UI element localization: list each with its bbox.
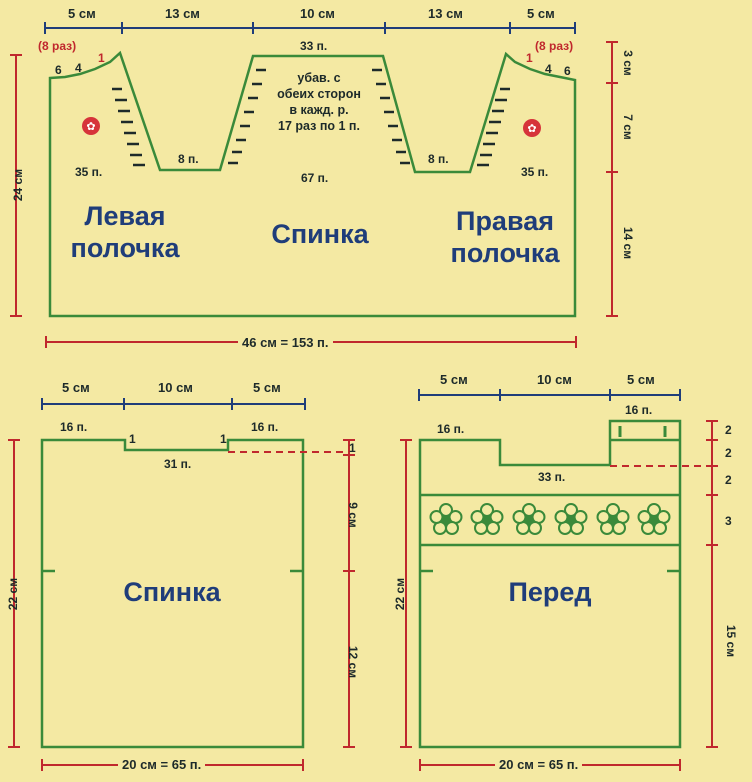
svg-text:✿: ✿ [527, 122, 536, 135]
front-height-label: 22 см [393, 577, 407, 611]
left-armhole-count: 8 п. [178, 152, 199, 166]
back-dim-2: 10 см [158, 380, 193, 395]
left-neck-decrease-marks [228, 68, 266, 165]
top-left-height-line [10, 54, 22, 317]
front-tab-count: 16 п. [625, 403, 653, 417]
top-dim-3: 10 см [300, 6, 335, 21]
left-button-icon: ✿ [82, 117, 100, 135]
back-right-dim-1: 9 см [346, 502, 360, 528]
back-bottom-width: 20 см = 65 п. [118, 758, 206, 771]
right-button-icon: ✿ [523, 119, 541, 137]
back-top-label: Спинка [271, 219, 369, 249]
right-armhole-decrease-marks [477, 87, 510, 167]
left-stitch-count: 35 п. [75, 165, 103, 179]
top-dim-2: 13 см [165, 6, 200, 21]
back-neck-count: 31 п. [164, 457, 192, 471]
back-dim-3: 5 см [253, 380, 281, 395]
back-dimension-line [41, 398, 306, 410]
front-label: Перед [508, 577, 592, 607]
front-dimension-line [418, 389, 681, 401]
top-right-dim-3: 14 см [621, 226, 635, 260]
center-stitch-count: 67 п. [301, 171, 329, 185]
top-bottom-width: 46 см = 153 п. [238, 336, 333, 349]
front-flower-band [420, 493, 680, 547]
front-neck-count: 33 п. [538, 470, 566, 484]
top-right-dim-1: 3 см [621, 50, 635, 76]
neck-top-count: 33 п. [300, 39, 328, 53]
back-step-left: 1 [129, 432, 136, 446]
svg-text:✿: ✿ [86, 120, 95, 133]
right-neck-decrease-marks [372, 68, 410, 165]
repeat-right: (8 раз) [535, 39, 574, 53]
front-dim-3: 5 см [627, 372, 655, 387]
front-dim-2: 10 см [537, 372, 572, 387]
right-count-1: 1 [526, 51, 533, 65]
left-armhole-decrease-marks [112, 87, 145, 167]
back-left-count: 16 п. [60, 420, 88, 434]
left-count-6: 6 [55, 63, 62, 77]
back-piece-outline [40, 438, 305, 749]
top-dimension-line [44, 22, 576, 34]
back-label: Спинка [123, 577, 221, 607]
front-piece-outline [418, 419, 682, 749]
back-right-height-line [343, 439, 355, 748]
front-right-dim-2: 2 [725, 446, 732, 460]
front-right-dim-3: 2 [725, 473, 732, 487]
right-stitch-count: 35 п. [521, 165, 549, 179]
repeat-left: (8 раз) [38, 39, 77, 53]
front-right-dim-4: 3 [725, 514, 732, 528]
right-count-4: 4 [545, 62, 552, 76]
front-right-height-line [706, 420, 718, 748]
front-dim-1: 5 см [440, 372, 468, 387]
top-dim-4: 13 см [428, 6, 463, 21]
back-left-height-line [8, 439, 20, 748]
front-right-dim-5: 15 см [724, 624, 738, 658]
top-right-height-line [606, 41, 618, 317]
top-height-label: 24 см [11, 168, 25, 202]
top-right-dim-2: 7 см [621, 114, 635, 140]
top-dim-1: 5 см [68, 6, 96, 21]
front-right-dim-1: 2 [725, 423, 732, 437]
back-marker: 1 [349, 441, 356, 455]
front-left-height-line [400, 439, 412, 748]
flower-motif-icons [429, 503, 671, 535]
right-armhole-count: 8 п. [428, 152, 449, 166]
top-dim-5: 5 см [527, 6, 555, 21]
back-right-count: 16 п. [251, 420, 279, 434]
right-count-6: 6 [564, 64, 571, 78]
back-height-label: 22 см [6, 577, 20, 611]
top-piece-outline [48, 50, 577, 318]
left-count-4: 4 [75, 61, 82, 75]
front-left-count: 16 п. [437, 422, 465, 436]
front-tab-marks [618, 426, 667, 437]
back-dim-1: 5 см [62, 380, 90, 395]
back-step-right: 1 [220, 432, 227, 446]
left-count-1: 1 [98, 51, 105, 65]
front-bottom-width: 20 см = 65 п. [495, 758, 583, 771]
back-right-dim-2: 12 см [346, 645, 360, 679]
